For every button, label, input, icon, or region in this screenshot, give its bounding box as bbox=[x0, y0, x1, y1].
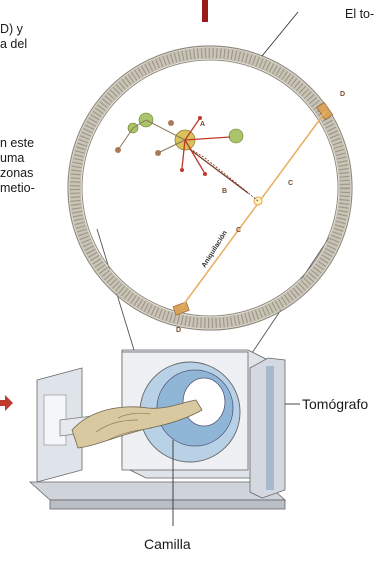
detector-label: D bbox=[340, 91, 345, 98]
particle-label: B bbox=[222, 188, 227, 195]
detector-label: D bbox=[176, 327, 181, 334]
ring-pointer-line bbox=[262, 12, 298, 56]
top-marker bbox=[202, 0, 208, 22]
tomografo-label: Tomógrafo bbox=[302, 396, 368, 412]
particle-label: A bbox=[200, 121, 205, 128]
bond bbox=[146, 120, 185, 140]
detector-ring-inner bbox=[82, 60, 338, 316]
emission-dot bbox=[180, 168, 184, 172]
scanner-base-front bbox=[50, 500, 285, 509]
particle-label: C bbox=[236, 227, 241, 234]
bond bbox=[118, 128, 133, 150]
detector-bottom-left bbox=[173, 302, 189, 315]
atom-dot bbox=[168, 120, 174, 126]
atom-green-right bbox=[229, 129, 243, 143]
positron-arrow bbox=[184, 145, 248, 193]
emission-dot bbox=[198, 116, 202, 120]
camilla-label: Camilla bbox=[144, 536, 191, 552]
emission-arrow bbox=[185, 140, 204, 172]
scanner-cabinet-stripe bbox=[266, 366, 274, 490]
emission-dot bbox=[203, 172, 207, 176]
particle-label: C bbox=[288, 180, 293, 187]
scanner-base bbox=[30, 482, 285, 500]
red-arrow-icon bbox=[0, 395, 13, 411]
